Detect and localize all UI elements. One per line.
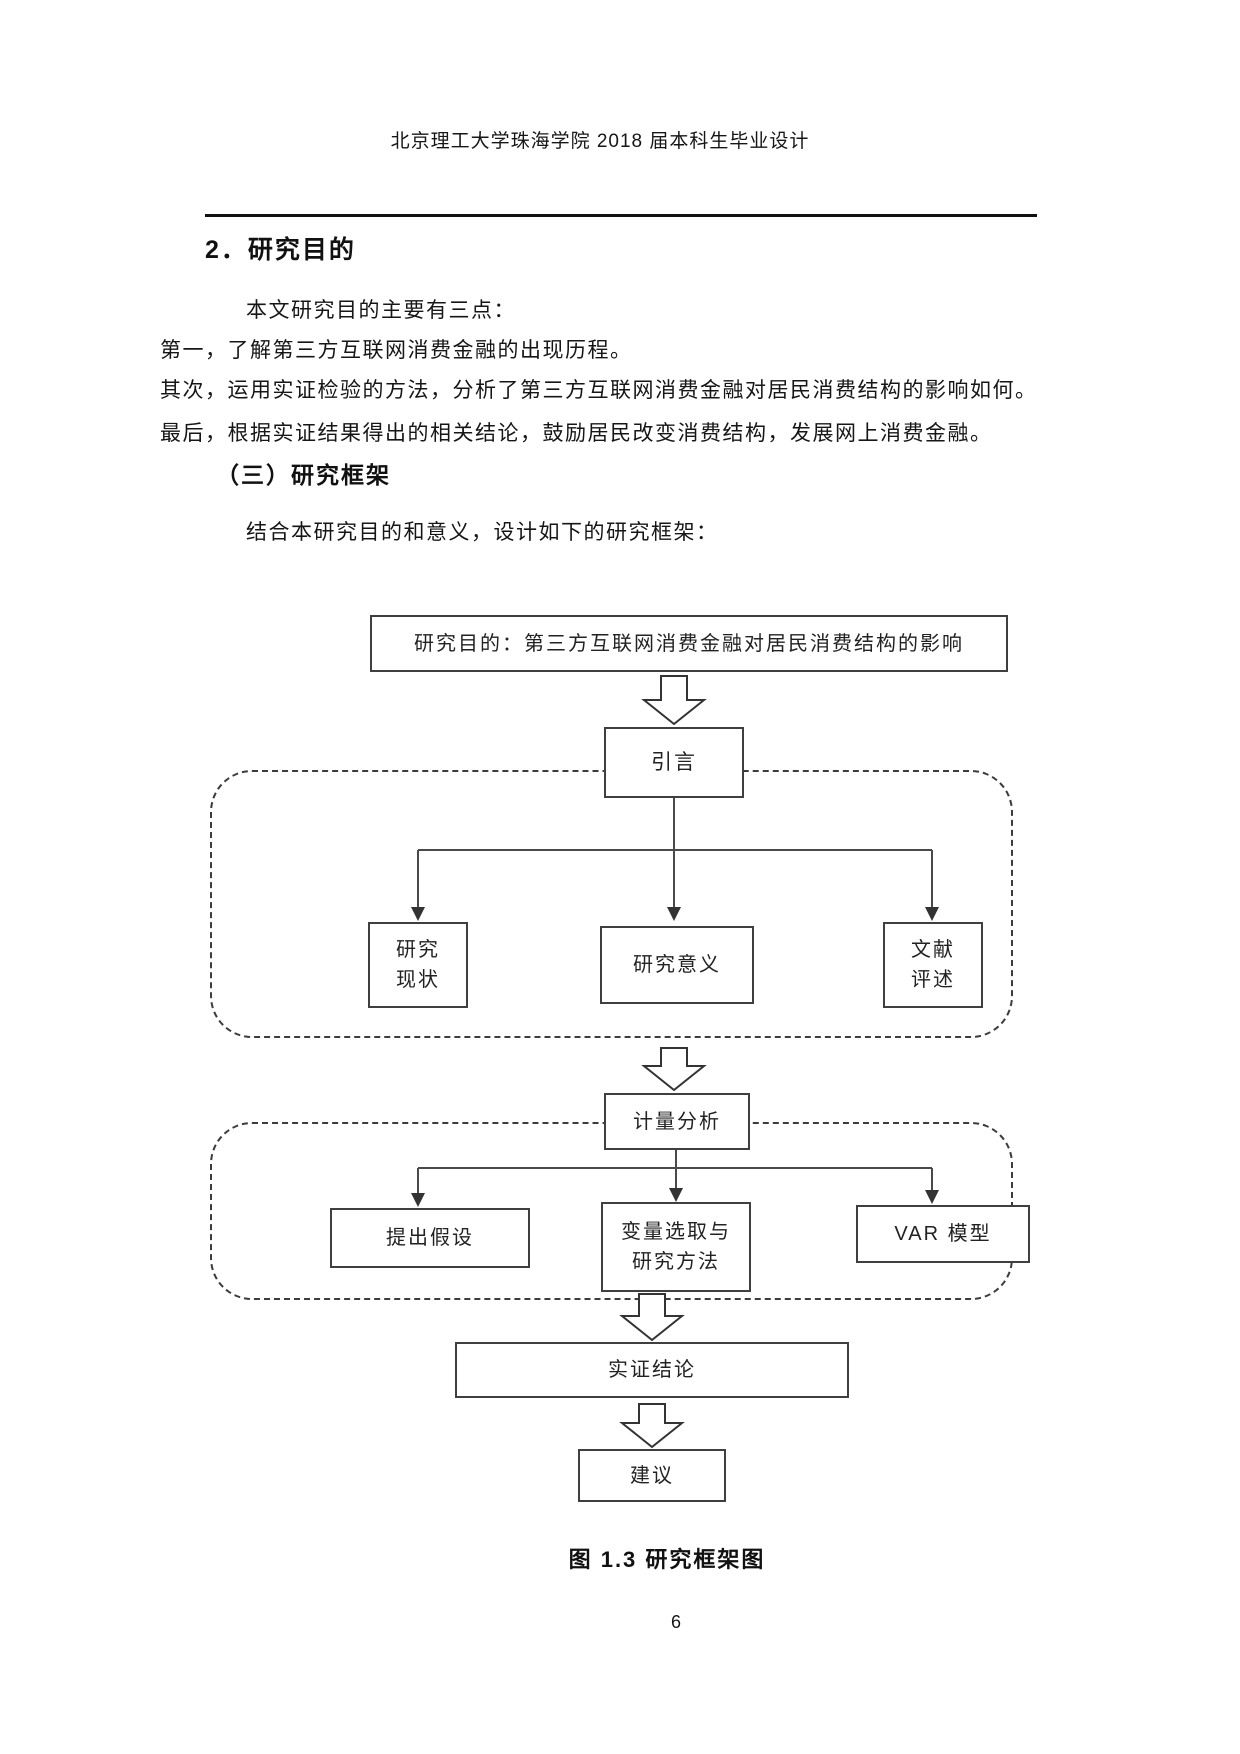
subsection-heading: （三）研究框架 [216,462,391,488]
paragraph-intro: 本文研究目的主要有三点： [246,299,516,322]
header-rule [205,214,1037,217]
econometric-analysis-box: 计量分析 [604,1093,750,1150]
figure-caption: 图 1.3 研究框架图 [568,1547,766,1572]
research-status-box: 研究 现状 [368,922,468,1008]
variable-selection-box: 变量选取与 研究方法 [601,1202,751,1292]
section-heading: 2．研究目的 [205,236,356,264]
paragraph-lead-in: 结合本研究目的和意义，设计如下的研究框架： [246,521,719,544]
hypothesis-box: 提出假设 [330,1208,530,1268]
var-model-box: VAR 模型 [856,1205,1030,1263]
research-significance-box: 研究意义 [600,926,754,1004]
paragraph-point-1: 第一，了解第三方互联网消费金融的出现历程。 [160,339,633,362]
page-header: 北京理工大学珠海学院 2018 届本科生毕业设计 [390,131,810,152]
introduction-box: 引言 [604,727,744,798]
paragraph-point-2: 其次，运用实证检验的方法，分析了第三方互联网消费金融对居民消费结构的影响如何。 [160,379,1038,402]
literature-review-box: 文献 评述 [883,922,983,1008]
purpose-box: 研究目的：第三方互联网消费金融对居民消费结构的影响 [370,615,1008,672]
page-number: 6 [670,1612,681,1632]
suggestion-box: 建议 [578,1449,726,1502]
empirical-conclusion-box: 实证结论 [455,1342,849,1398]
paragraph-point-3: 最后，根据实证结果得出的相关结论，鼓励居民改变消费结构，发展网上消费金融。 [160,422,993,445]
